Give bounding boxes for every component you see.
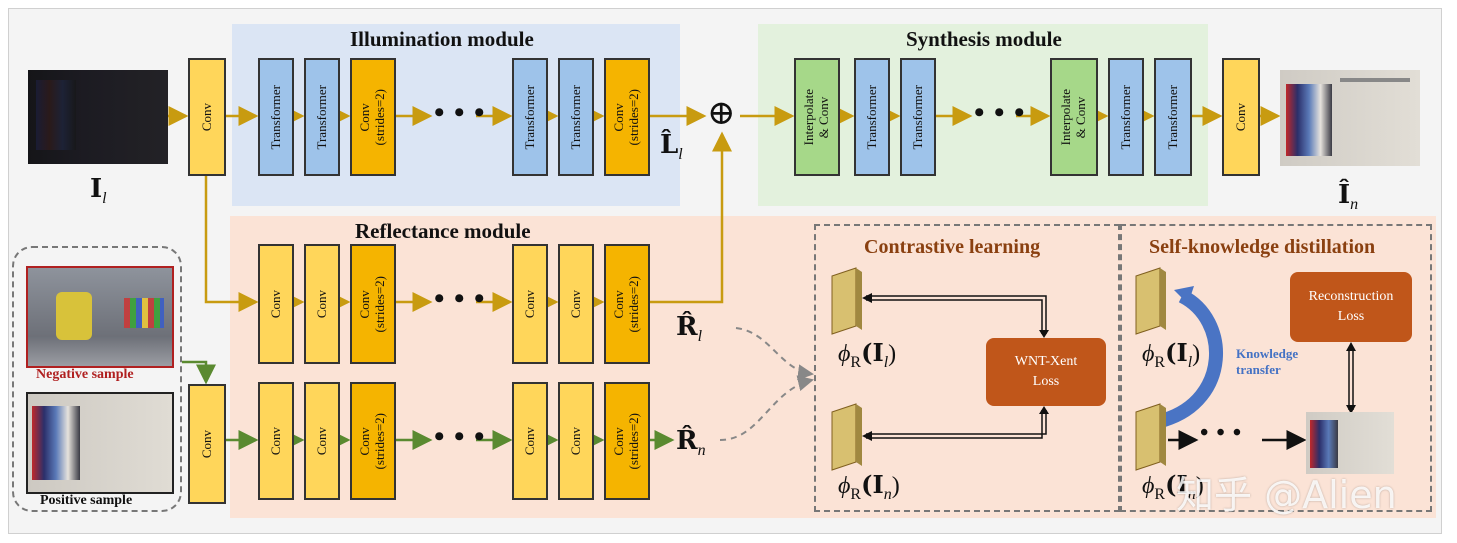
- refl-n-conv-1: Conv: [258, 382, 294, 500]
- self-distill-title: Self-knowledge distillation: [1149, 236, 1376, 258]
- feature-map-n-icon: [831, 403, 862, 471]
- refl-l-conv-4: Conv: [558, 244, 594, 364]
- synth-transformer-1: Transformer: [854, 58, 890, 176]
- conv-input: Conv: [188, 58, 226, 176]
- illum-transformer-3: Transformer: [512, 58, 548, 176]
- distill-feature-n-icon: [1135, 403, 1166, 471]
- refl-n-conv-3: Conv: [512, 382, 548, 500]
- illum-ellipsis: • • •: [434, 96, 486, 129]
- knowledge-transfer-label: Knowledge transfer: [1236, 346, 1299, 377]
- refl-n-conv-4: Conv: [558, 382, 594, 500]
- output-enhanced-image: [1280, 70, 1420, 166]
- refl-l-conv-2: Conv: [304, 244, 340, 364]
- conv-output: Conv: [1222, 58, 1260, 176]
- reconstruction-loss: Reconstruction Loss: [1290, 272, 1412, 342]
- illum-conv-stride-1: Conv (strides=2): [350, 58, 396, 176]
- refl-n-conv-stride-1: Conv (strides=2): [350, 382, 396, 500]
- illum-transformer-2: Transformer: [304, 58, 340, 176]
- label-I-n-hat: În: [1338, 180, 1359, 214]
- refl-l-conv-1: Conv: [258, 244, 294, 364]
- label-I-l: Il: [90, 174, 107, 208]
- phi-I-n: ϕR(In): [838, 470, 900, 503]
- refl-n-ellipsis: • • •: [434, 420, 486, 453]
- illumination-title: Illumination module: [350, 27, 534, 51]
- negative-sample-image: [26, 266, 174, 368]
- synth-transformer-2: Transformer: [900, 58, 936, 176]
- reflectance-title: Reflectance module: [355, 219, 531, 243]
- refl-l-conv-stride-2: Conv (strides=2): [604, 244, 650, 364]
- sample-panel: [12, 246, 182, 512]
- illum-transformer-1: Transformer: [258, 58, 294, 176]
- self-distill-box: [1120, 224, 1432, 512]
- phi-I-l: ϕR(Il): [838, 338, 897, 371]
- input-low-light-image: [28, 70, 168, 164]
- wnt-xent-loss: WNT-Xent Loss: [986, 338, 1106, 406]
- distill-reconstructed-image: [1306, 412, 1394, 474]
- refl-n-conv-input: Conv: [188, 384, 226, 504]
- synth-ellipsis: • • •: [974, 96, 1026, 129]
- synth-transformer-3: Transformer: [1108, 58, 1144, 176]
- distill-ellipsis: • • •: [1200, 420, 1243, 446]
- synthesis-title: Synthesis module: [906, 27, 1062, 51]
- distill-phi-I-n: ϕR(In): [1142, 470, 1204, 503]
- refl-l-conv-stride-1: Conv (strides=2): [350, 244, 396, 364]
- synth-transformer-4: Transformer: [1154, 58, 1192, 176]
- feature-map-l-icon: [831, 267, 862, 335]
- distill-phi-I-l: ϕR(Il): [1142, 338, 1201, 371]
- refl-l-ellipsis: • • •: [434, 282, 486, 315]
- synth-interp-2: Interpolate & Conv: [1050, 58, 1098, 176]
- plus-circle-icon: ⊕: [707, 95, 736, 132]
- watermark: 知乎 @Alien: [1176, 473, 1397, 517]
- positive-sample-image: [26, 392, 174, 494]
- refl-n-conv-2: Conv: [304, 382, 340, 500]
- synth-interp-1: Interpolate & Conv: [794, 58, 840, 176]
- label-R-l-hat: R̂l: [676, 312, 703, 346]
- illum-conv-stride-2: Conv (strides=2): [604, 58, 650, 176]
- positive-sample-label: Positive sample: [40, 493, 133, 508]
- distill-feature-l-icon: [1135, 267, 1166, 335]
- refl-l-conv-3: Conv: [512, 244, 548, 364]
- contrastive-title: Contrastive learning: [864, 236, 1041, 258]
- contrastive-box: [814, 224, 1120, 512]
- negative-sample-label: Negative sample: [36, 367, 134, 382]
- refl-n-conv-stride-2: Conv (strides=2): [604, 382, 650, 500]
- label-R-n-hat: R̂n: [676, 426, 706, 460]
- label-L-l-hat: L̂l: [660, 130, 683, 164]
- illum-transformer-4: Transformer: [558, 58, 594, 176]
